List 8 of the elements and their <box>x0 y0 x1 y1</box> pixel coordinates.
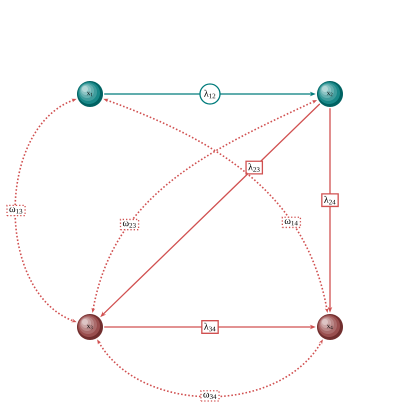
edge-label: ω$_{13}$ <box>6 204 26 216</box>
edge-label: λ$_{12}$ <box>199 83 221 105</box>
edge-label: λ$_{23}$ <box>245 160 264 175</box>
edge-label: ω$_{14}$ <box>282 216 302 228</box>
edge-label: λ$_{34}$ <box>201 320 219 334</box>
edge-label: ω$_{34}$ <box>200 390 220 402</box>
edge-label: λ$_{24}$ <box>321 193 339 208</box>
edge-label: ω$_{23}$ <box>120 218 140 230</box>
